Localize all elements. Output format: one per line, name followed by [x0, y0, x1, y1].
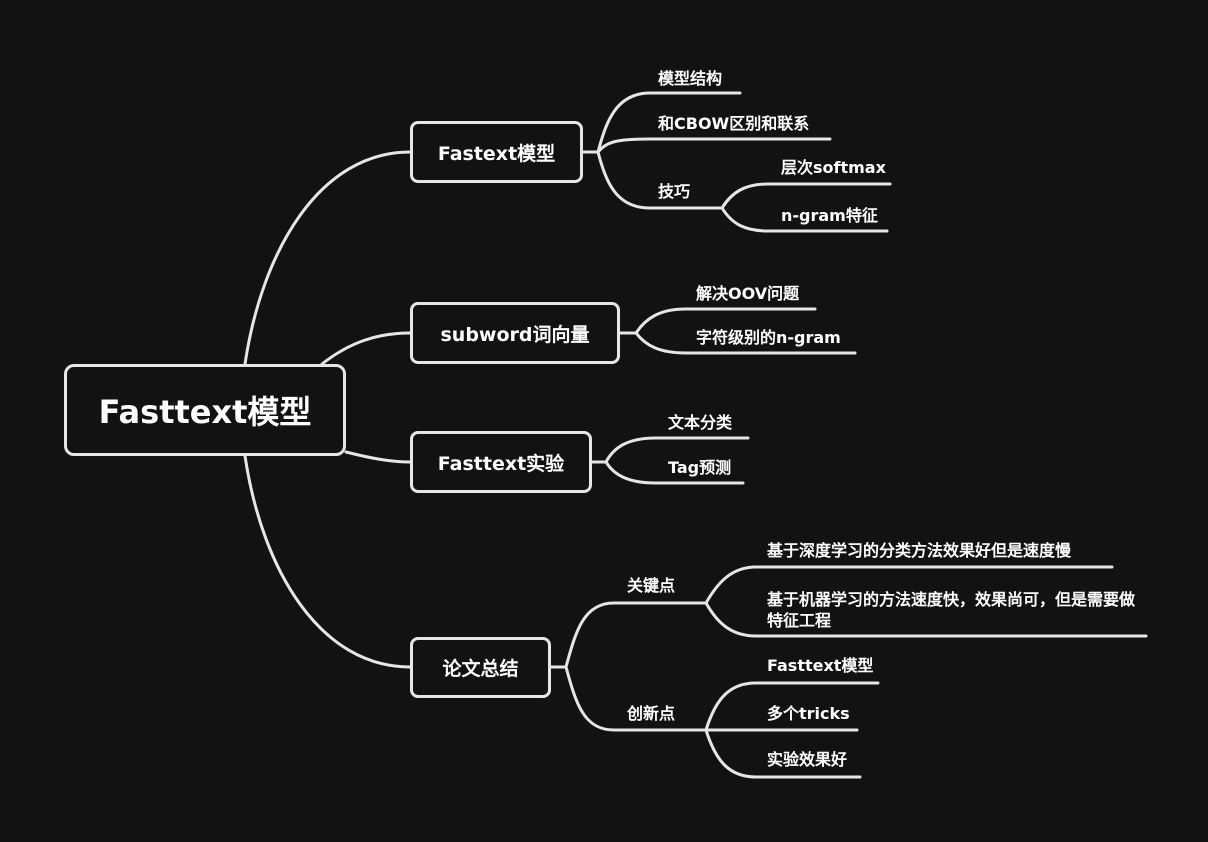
edge-summary-innovations — [564, 665, 708, 732]
root-label: Fasttext模型 — [98, 393, 312, 431]
branch-label: 论文总结 — [442, 658, 519, 680]
edge-tricks-softmax — [720, 182, 892, 210]
node-hierarchical-softmax[interactable]: 层次softmax — [781, 158, 886, 177]
node-deep-learning-slow[interactable]: 基于深度学习的分类方法效果好但是速度慢 — [767, 541, 1072, 560]
node-char-ngram[interactable]: 字符级别的n-gram — [696, 328, 841, 347]
branch-label: Fastext模型 — [437, 142, 556, 165]
edge-fastext-tricks — [596, 150, 724, 210]
node-multiple-tricks[interactable]: 多个tricks — [767, 704, 850, 723]
node-ml-fast-feature-engineering[interactable]: 基于机器学习的方法速度快，效果尚可，但是需要做特征工程 — [767, 590, 1136, 630]
node-solve-oov[interactable]: 解决OOV问题 — [696, 284, 800, 303]
branch-node-subword[interactable]: subword词向量 — [410, 302, 620, 364]
edge-inno-good — [704, 728, 862, 779]
branch-label: subword词向量 — [440, 323, 590, 346]
branch-label: Fasttext实验 — [437, 452, 565, 475]
node-text-classification[interactable]: 文本分类 — [668, 413, 733, 432]
node-tricks[interactable]: 技巧 — [658, 182, 691, 201]
node-key-points[interactable]: 关键点 — [627, 576, 676, 595]
edge-inno-fasttext — [704, 681, 880, 732]
edge-root-summary — [243, 454, 412, 669]
edge-root-experiment — [344, 450, 412, 464]
node-tag-prediction[interactable]: Tag预测 — [668, 458, 732, 477]
edge-key-ml — [704, 601, 1148, 638]
branch-node-summary[interactable]: 论文总结 — [410, 637, 551, 698]
node-fasttext-model[interactable]: Fasttext模型 — [767, 656, 874, 675]
edge-root-subword — [320, 331, 412, 366]
edge-root-fastext — [243, 150, 412, 366]
node-good-results[interactable]: 实验效果好 — [767, 750, 848, 769]
node-ngram-feature[interactable]: n-gram特征 — [781, 206, 878, 225]
edge-fastext-cbow — [596, 137, 832, 154]
edge-summary-keypoints — [549, 601, 708, 669]
edge-tricks-ngram — [720, 206, 889, 233]
edge-exp-tag — [604, 460, 745, 485]
branch-node-experiment[interactable]: Fasttext实验 — [410, 431, 592, 493]
edge-subword-charngram — [634, 331, 857, 355]
branch-node-fastext[interactable]: Fastext模型 — [410, 121, 583, 183]
node-model-structure[interactable]: 模型结构 — [658, 69, 723, 88]
node-cbow-difference[interactable]: 和CBOW区别和联系 — [658, 114, 810, 133]
node-innovations[interactable]: 创新点 — [627, 704, 676, 723]
edge-key-deep — [704, 565, 1114, 605]
root-node[interactable]: Fasttext模型 — [64, 364, 346, 456]
